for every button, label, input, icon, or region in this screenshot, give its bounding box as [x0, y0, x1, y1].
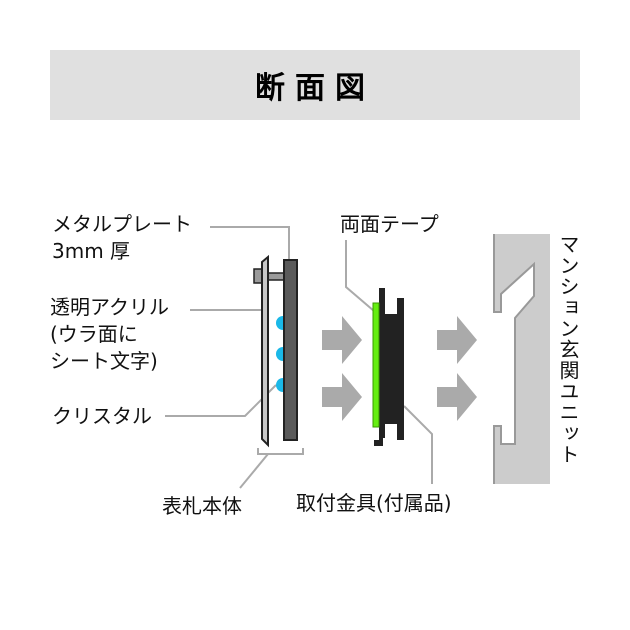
title-bar: 断面図 [50, 50, 580, 120]
leader-mounting-bracket [403, 405, 433, 484]
leader-nameplate-body [239, 453, 269, 489]
arrows-left [322, 316, 362, 421]
arrow-icon [322, 373, 362, 421]
leader-metal-plate [210, 226, 290, 260]
bracket-body [374, 288, 404, 446]
leader-double-tape [345, 240, 375, 312]
arrow-icon [437, 373, 477, 421]
label-double-tape: 両面テープ [340, 212, 439, 236]
wall-cutout-outline [493, 234, 535, 484]
double-sided-tape [372, 302, 380, 428]
entrance-unit-wall [493, 234, 550, 484]
label-entrance-unit: マンション玄関ユニット [556, 234, 580, 465]
label-metal-plate: メタルプレート 3mm 厚 [52, 212, 192, 263]
label-acrylic: 透明アクリル (ウラ面に シート文字) [50, 295, 169, 373]
bracket-nameplate-body [257, 448, 304, 455]
arrows-right [437, 316, 477, 421]
mounting-bracket [372, 288, 404, 446]
label-mounting-bracket: 取付金具(付属品) [296, 491, 452, 515]
leader-crystal [165, 384, 277, 417]
label-crystal: クリスタル [52, 404, 152, 428]
nameplate-body [253, 254, 298, 448]
label-nameplate-body: 表札本体 [162, 494, 242, 518]
page-title: 断面図 [255, 71, 375, 106]
acrylic-panel [261, 254, 269, 448]
metal-plate [283, 259, 298, 441]
arrow-icon [437, 316, 477, 364]
arrow-icon [322, 316, 362, 364]
